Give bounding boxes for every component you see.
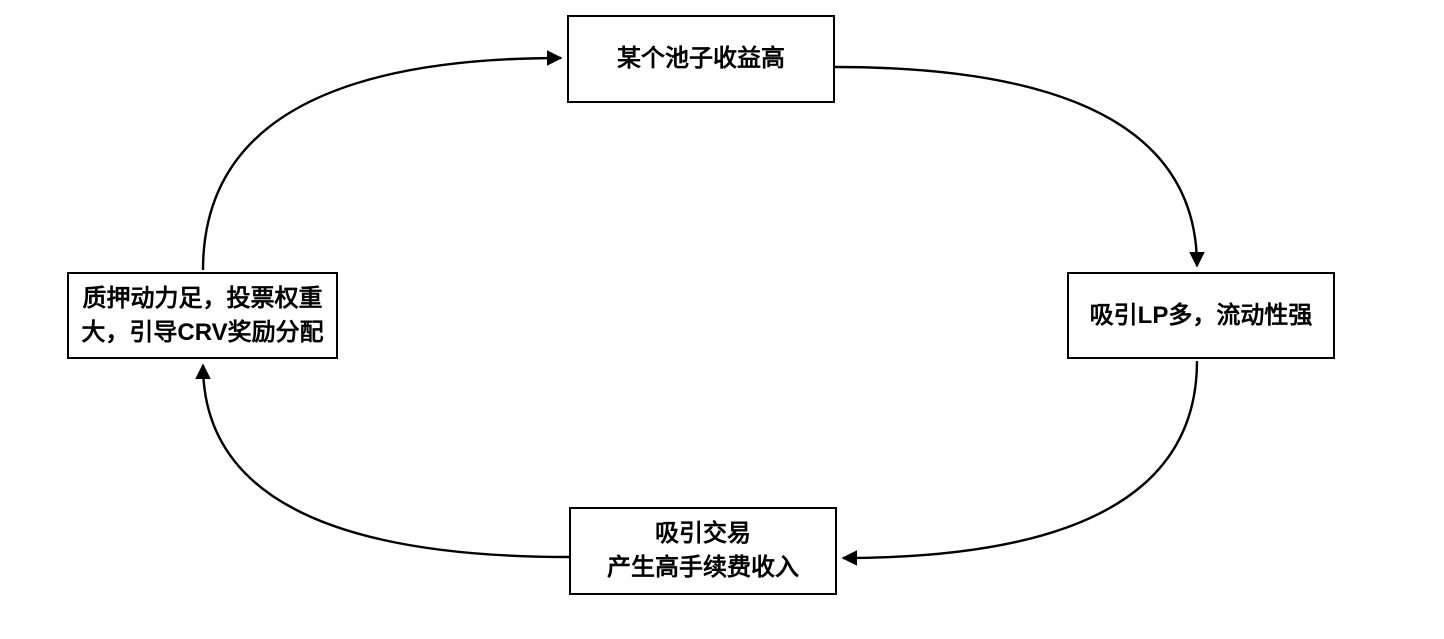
node-pool-high-yield: 某个池子收益高 [567,15,835,103]
node-label-line-1: 吸引交易 [655,520,751,547]
node-label-line-2: 产生高手续费收入 [607,554,799,581]
arrow-bottom-to-left [195,363,570,559]
node-staking-voting-crv: 质押动力足，投票权重 大，引导CRV奖励分配 [67,272,338,359]
node-label-line-1: 质押动力足，投票权重 [82,284,323,312]
arrow-top-to-right [834,65,1205,268]
node-label: 某个池子收益高 [617,45,785,72]
node-attract-lp-liquidity: 吸引LP多，流动性强 [1067,272,1335,359]
node-label-line-2: 大，引导CRV奖励分配 [81,318,324,346]
node-label: 吸引LP多，流动性强 [1089,301,1313,329]
arrow-left-to-top [201,50,563,271]
node-attract-trading-fees: 吸引交易 产生高手续费收入 [569,507,837,595]
arrow-right-to-bottom [841,360,1199,566]
